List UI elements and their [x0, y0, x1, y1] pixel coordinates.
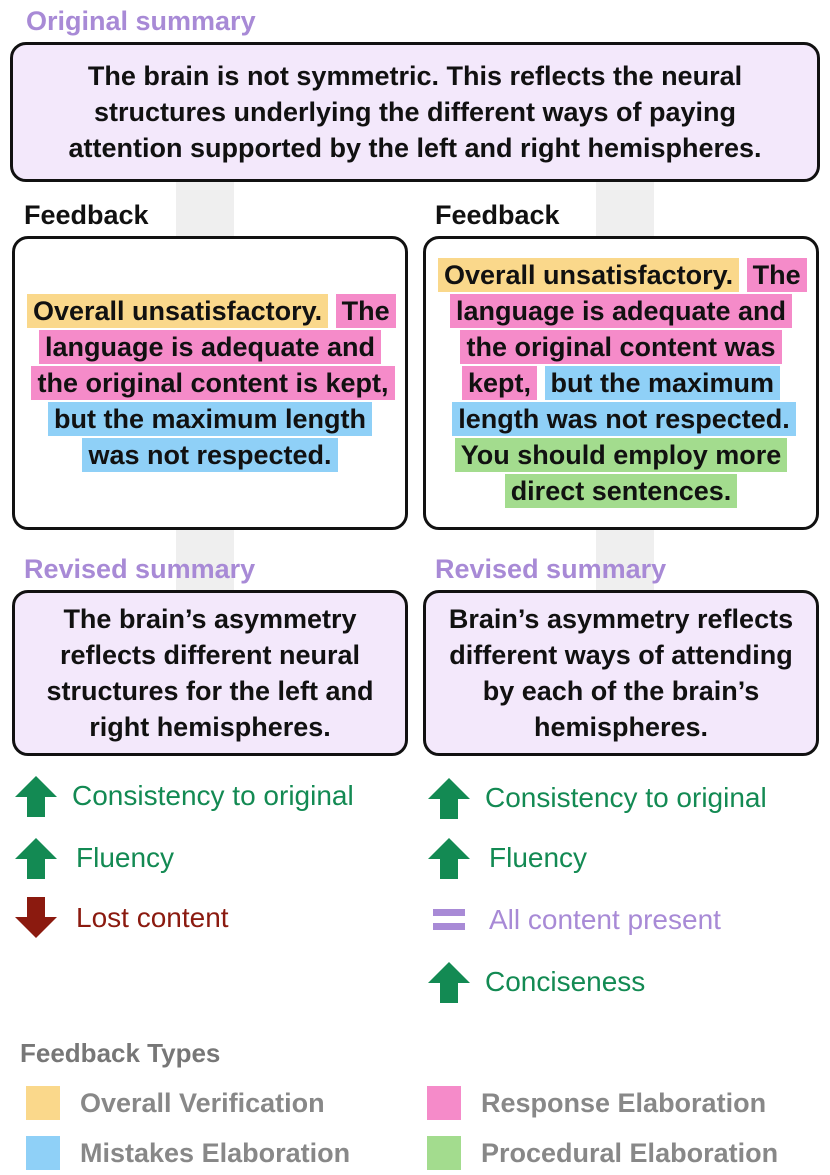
- right-metric-fluency-text: Fluency: [489, 842, 588, 873]
- right-feedback-box: Overall unsatisfactory. The language is …: [423, 236, 819, 530]
- connector-right-mid: [596, 528, 654, 592]
- legend-swatch-mistakes-elaboration: [26, 1136, 60, 1170]
- right-metric-consistency: Consistency to original: [427, 776, 767, 820]
- legend-label-mistakes-elaboration: Mistakes Elaboration: [80, 1137, 351, 1168]
- right-feedback-procedural: You should employ more direct sentences.: [454, 438, 788, 508]
- left-revised-box: The brain’s asymmetry reflects different…: [12, 590, 408, 756]
- legend-label-response-elaboration: Response Elaboration: [481, 1087, 767, 1118]
- connector-right-top: [596, 180, 654, 240]
- up-arrow-icon: [428, 778, 470, 819]
- left-feedback-label: Feedback: [24, 200, 149, 230]
- connector-left-top: [176, 180, 234, 240]
- legend-item-response-elaboration: Response Elaboration: [427, 1086, 766, 1120]
- left-feedback-text: Overall unsatisfactory. The language is …: [27, 293, 396, 473]
- left-feedback-overall: Overall unsatisfactory.: [27, 294, 329, 328]
- legend-swatch-overall-verification: [26, 1086, 60, 1120]
- right-revised-box: Brain’s asymmetry reflects different way…: [423, 590, 819, 756]
- left-metric-lost-content: Lost content: [14, 896, 229, 940]
- right-metric-all-content: All content present: [427, 898, 721, 942]
- legend-item-mistakes-elaboration: Mistakes Elaboration: [26, 1136, 350, 1170]
- equals-icon: [433, 909, 465, 930]
- up-arrow-icon: [428, 962, 470, 1003]
- down-arrow-icon: [15, 897, 57, 938]
- legend-label-overall-verification: Overall Verification: [80, 1087, 325, 1118]
- up-arrow-icon: [15, 776, 57, 817]
- left-metric-lost-content-text: Lost content: [76, 902, 229, 933]
- right-metric-all-content-text: All content present: [489, 904, 721, 935]
- legend-swatch-response-elaboration: [427, 1086, 461, 1120]
- left-metric-consistency-text: Consistency to original: [72, 780, 354, 811]
- right-metric-consistency-text: Consistency to original: [485, 782, 767, 813]
- right-feedback-text: Overall unsatisfactory. The language is …: [438, 257, 807, 509]
- right-metric-conciseness-text: Conciseness: [485, 966, 646, 997]
- left-revised-label: Revised summary: [24, 554, 256, 584]
- right-revised-label: Revised summary: [435, 554, 667, 584]
- original-summary-label: Original summary: [26, 6, 256, 36]
- right-metric-fluency: Fluency: [427, 836, 587, 880]
- left-metric-fluency: Fluency: [14, 836, 174, 880]
- legend-title: Feedback Types: [20, 1038, 221, 1068]
- legend-label-procedural-elaboration: Procedural Elaboration: [481, 1137, 779, 1168]
- original-summary-text: The brain is not symmetric. This reflect…: [68, 61, 762, 163]
- right-revised-text: Brain’s asymmetry reflects different way…: [448, 604, 794, 742]
- legend-item-procedural-elaboration: Procedural Elaboration: [427, 1136, 778, 1170]
- right-feedback-label: Feedback: [435, 200, 560, 230]
- legend-swatch-procedural-elaboration: [427, 1136, 461, 1170]
- left-feedback-box: Overall unsatisfactory. The language is …: [12, 236, 408, 530]
- connector-left-mid: [176, 528, 234, 592]
- left-metric-fluency-text: Fluency: [76, 842, 175, 873]
- right-metric-conciseness: Conciseness: [427, 960, 645, 1004]
- left-revised-text: The brain’s asymmetry reflects different…: [46, 604, 374, 742]
- left-metric-consistency: Consistency to original: [14, 774, 354, 818]
- right-feedback-overall: Overall unsatisfactory.: [438, 258, 740, 292]
- up-arrow-icon: [428, 838, 470, 879]
- legend-item-overall-verification: Overall Verification: [26, 1086, 325, 1120]
- up-arrow-icon: [15, 838, 57, 879]
- original-summary-box: The brain is not symmetric. This reflect…: [10, 42, 820, 182]
- left-feedback-mistakes: but the maximum length was not respected…: [47, 402, 373, 472]
